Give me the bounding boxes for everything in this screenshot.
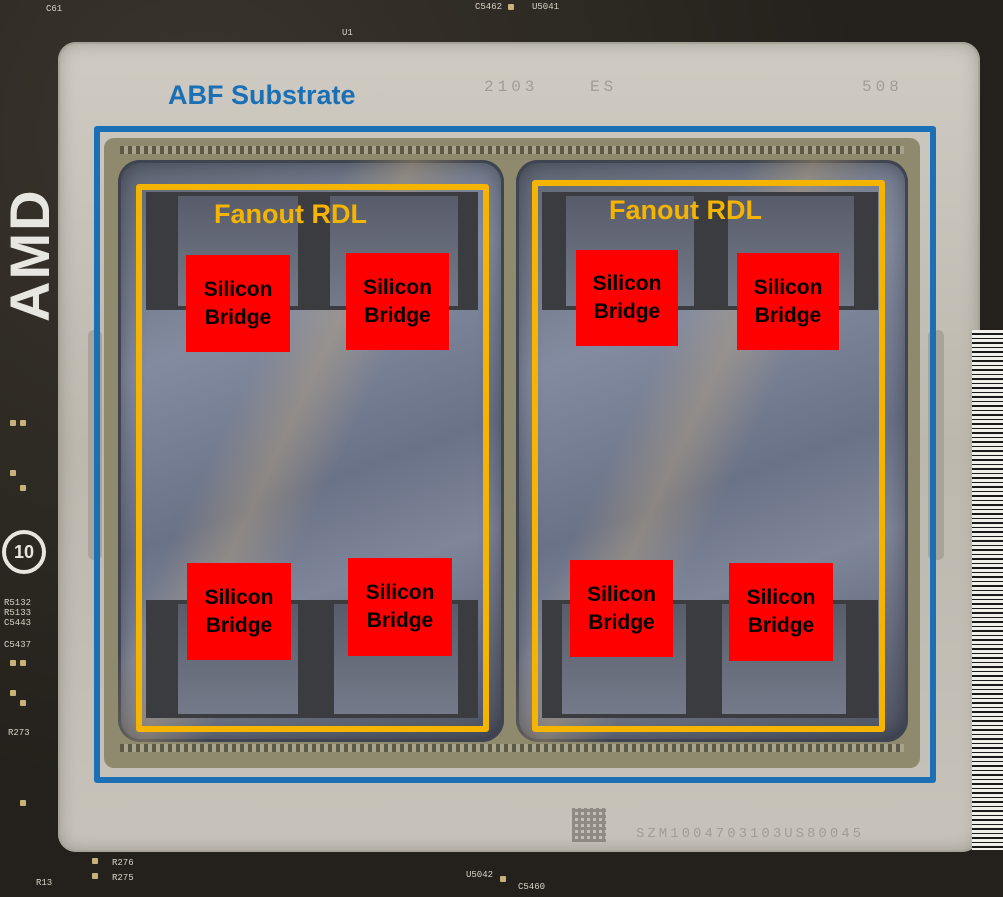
- bridge-line1: Silicon: [204, 585, 274, 609]
- bridge-line2: Bridge: [588, 610, 655, 634]
- bridge-line2: Bridge: [364, 303, 431, 327]
- silk-r13: R13: [36, 878, 53, 888]
- bridge-line2: Bridge: [747, 614, 815, 637]
- bridge-line1: Silicon: [587, 582, 656, 606]
- silk-r273: R273: [8, 728, 30, 738]
- silicon-bridge: Silicon Bridge: [576, 250, 678, 346]
- fanout-rdl-label-left: Fanout RDL: [214, 199, 367, 229]
- bridge-line1: Silicon: [365, 581, 435, 604]
- barcode-label: [972, 330, 1003, 850]
- silicon-bridge: Silicon Bridge: [729, 563, 833, 661]
- silk-u5041: U5041: [532, 2, 560, 12]
- silk-c5460: C5460: [518, 882, 546, 892]
- silk-c5443: C5443: [4, 618, 32, 628]
- data-matrix-code: [572, 808, 606, 842]
- lid-marking-es: ES: [590, 78, 618, 96]
- bridge-line2: Bridge: [205, 613, 273, 637]
- bridge-line1: Silicon: [363, 275, 432, 299]
- silk-u5042: U5042: [466, 870, 494, 880]
- bridge-line2: Bridge: [366, 609, 434, 632]
- silicon-bridge: Silicon Bridge: [570, 560, 673, 657]
- bump-row-top: [120, 146, 904, 154]
- silicon-bridge: Silicon Bridge: [186, 255, 290, 352]
- silk-r275: R275: [112, 873, 134, 883]
- bridge-line2: Bridge: [754, 303, 822, 327]
- fanout-rdl-outline-right: [532, 180, 885, 732]
- silk-r276: R276: [112, 858, 134, 868]
- bridge-line1: Silicon: [592, 272, 662, 295]
- lid-marking-2103: 2103: [484, 78, 539, 96]
- silicon-bridge: Silicon Bridge: [187, 563, 291, 660]
- bridge-line1: Silicon: [203, 277, 273, 301]
- fanout-rdl-label-right: Fanout RDL: [609, 195, 762, 225]
- silk-c5437: C5437: [4, 640, 32, 650]
- silicon-bridge: Silicon Bridge: [348, 558, 452, 656]
- bridge-line2: Bridge: [204, 305, 272, 329]
- bridge-line1: Silicon: [746, 586, 816, 609]
- silk-u1: U1: [342, 28, 353, 38]
- bridge-line2: Bridge: [593, 300, 661, 323]
- abf-substrate-outline: [94, 126, 936, 783]
- lid-marking-508: 508: [862, 78, 903, 96]
- silk-r5132: R5132: [4, 598, 32, 608]
- silk-c5462: C5462: [475, 2, 503, 12]
- fanout-rdl-outline-left: [136, 184, 489, 732]
- amd-logo: AMD: [0, 188, 61, 322]
- silk-c61: C61: [46, 4, 63, 14]
- silicon-bridge: Silicon Bridge: [737, 253, 839, 350]
- ten-badge-icon: 10: [2, 530, 46, 574]
- bridge-line1: Silicon: [753, 275, 823, 299]
- lid-serial: SZM1004703103US80045: [636, 826, 865, 842]
- silicon-bridge: Silicon Bridge: [346, 253, 449, 350]
- bump-row-bottom: [120, 744, 904, 752]
- abf-substrate-label: ABF Substrate: [168, 80, 356, 110]
- silk-r5133: R5133: [4, 608, 32, 618]
